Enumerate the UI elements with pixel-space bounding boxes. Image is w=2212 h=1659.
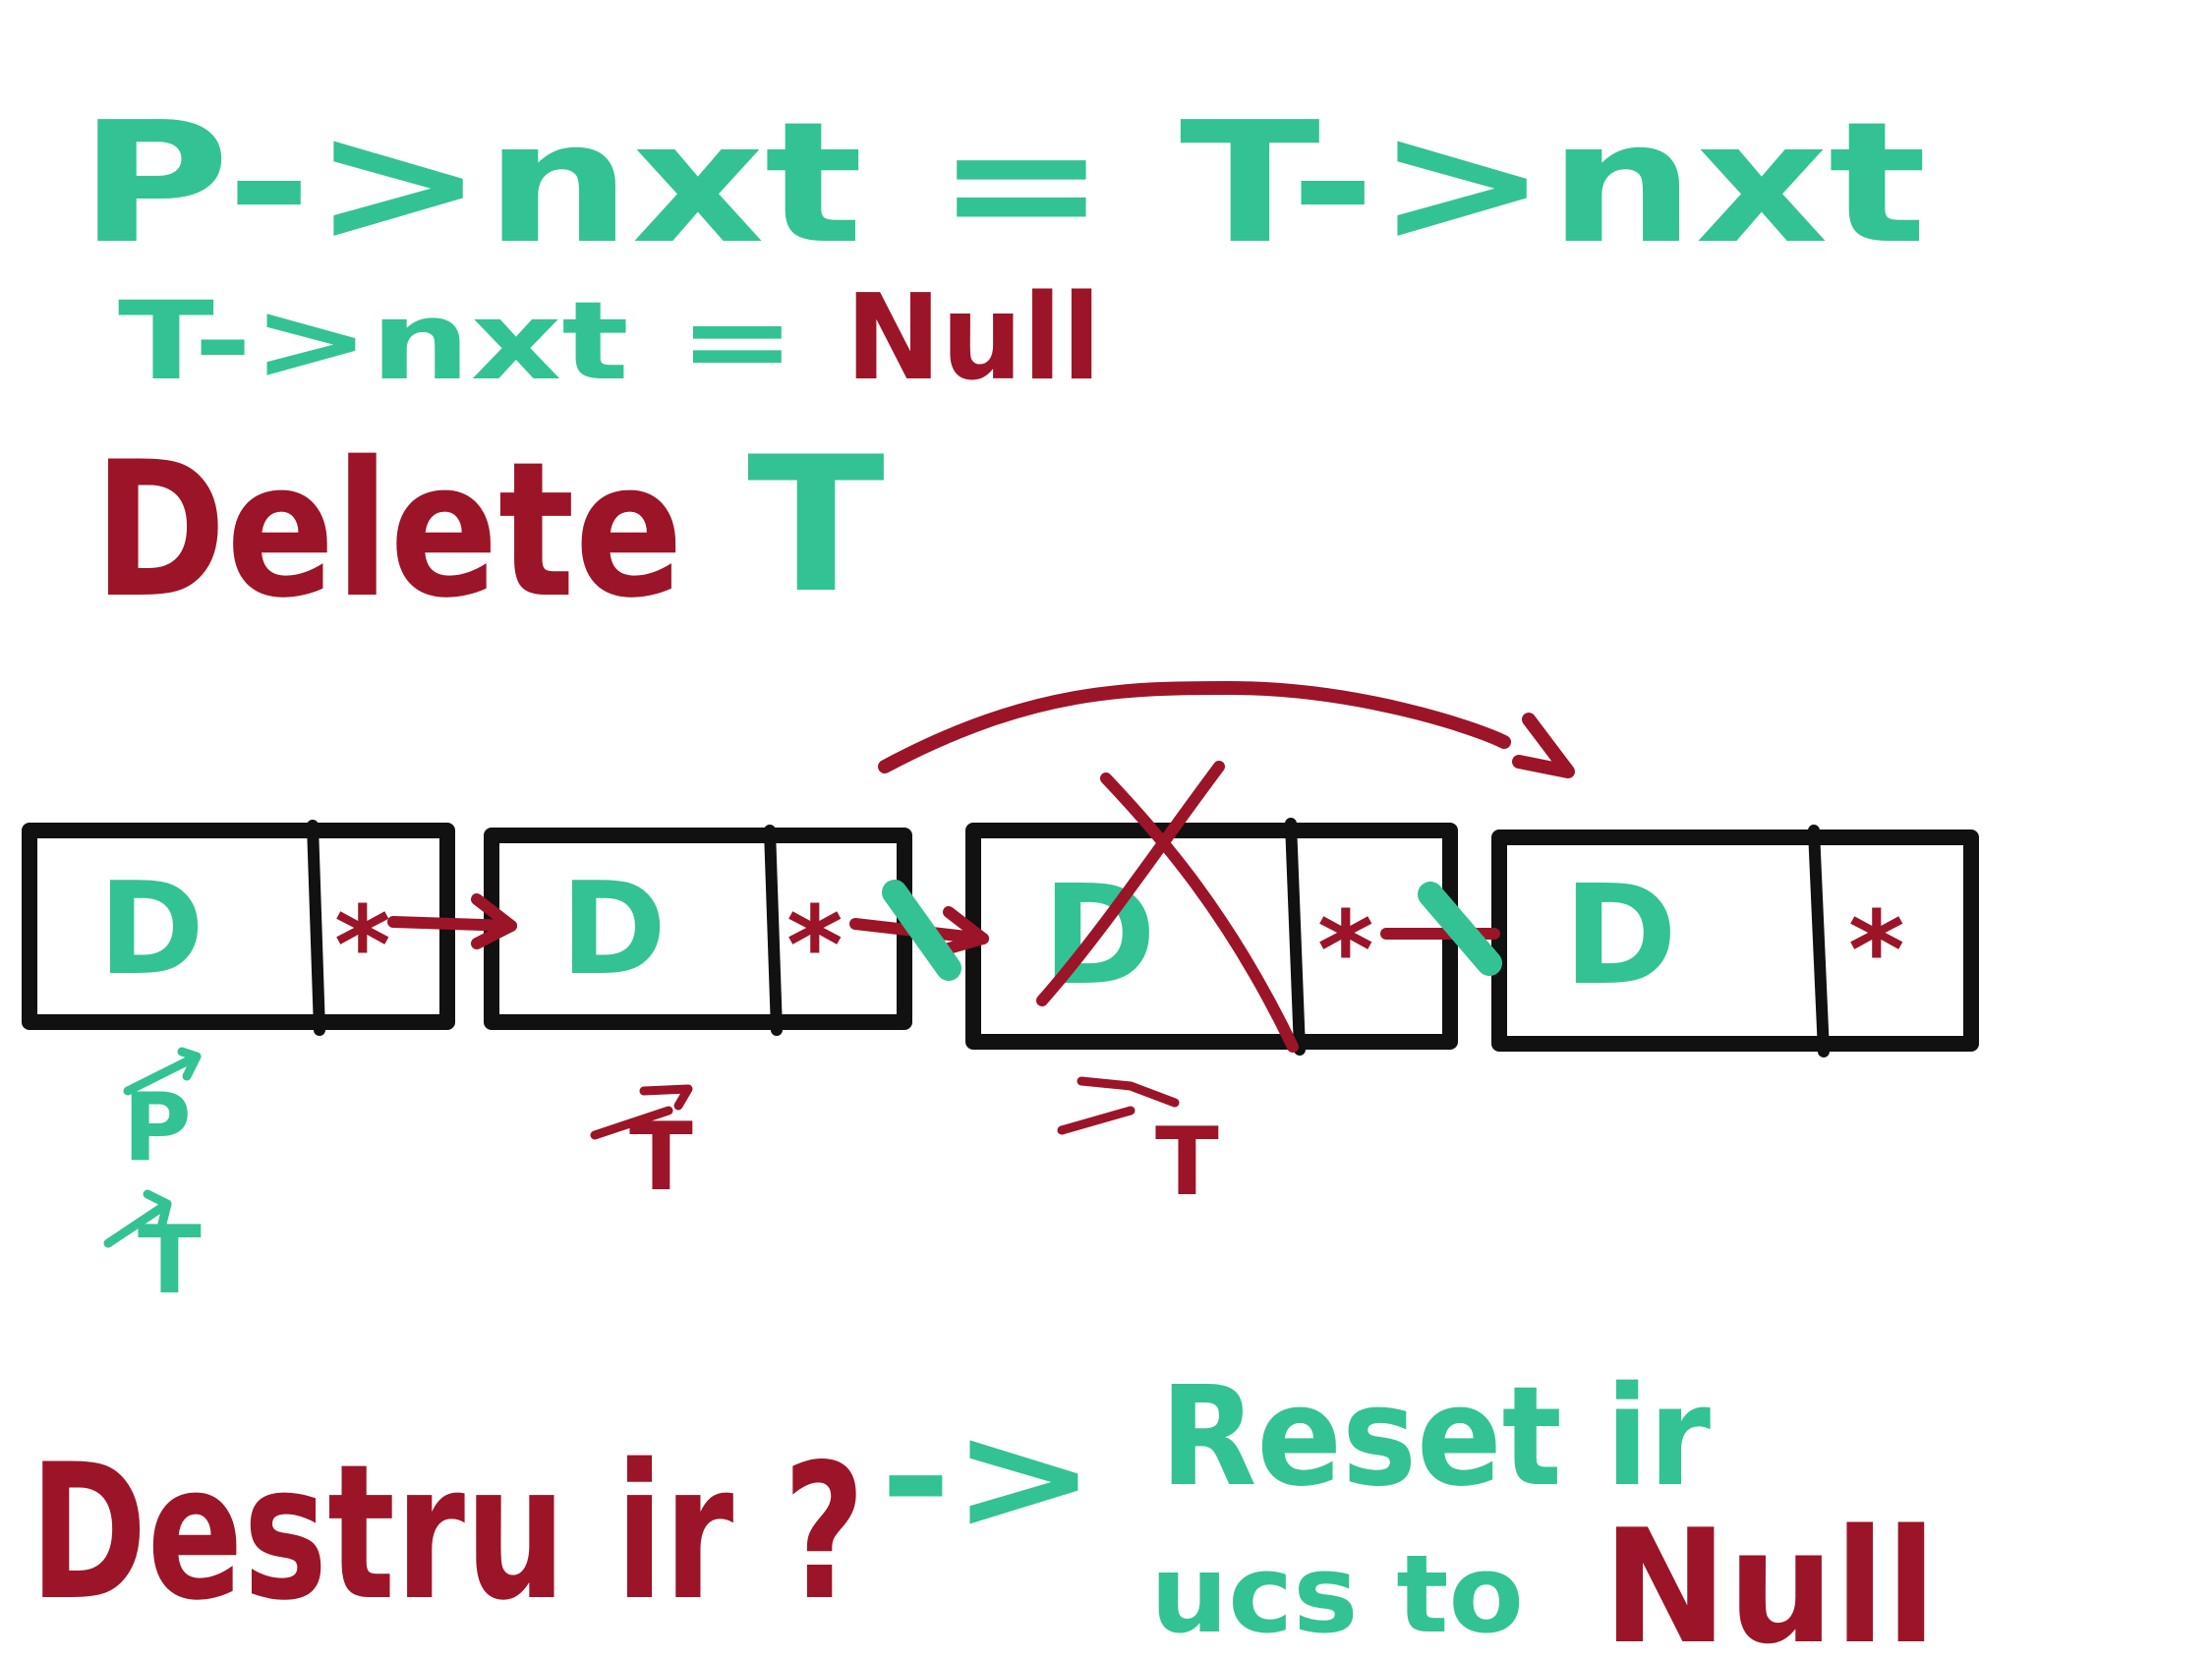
- broken-link-mark-2: [1418, 882, 1502, 976]
- list-node-3: D *: [965, 818, 1458, 1056]
- node-1-pointer: *: [334, 883, 391, 1008]
- note-delete-word: Delete: [93, 422, 683, 639]
- node-4-pointer: *: [1848, 887, 1905, 1013]
- list-node-1: D *: [22, 820, 455, 1036]
- bypass-arrow: [878, 681, 1575, 778]
- label-node-1-t: T: [138, 1207, 202, 1315]
- label-node-3-t: T: [1155, 1109, 1219, 1217]
- node-2-data: D: [560, 854, 667, 1003]
- footer-right-null: Null: [1602, 1495, 1937, 1659]
- label-node-1-p: P: [123, 1074, 192, 1182]
- list-node-4: D *: [1491, 825, 1979, 1058]
- note-line-2-prefix: T->nxt =: [118, 278, 796, 404]
- note-line-1: P->nxt = T->nxt: [79, 86, 1927, 281]
- note-delete-target: T: [747, 417, 885, 634]
- delete-cross-mark: [1036, 761, 1299, 1053]
- note-line-2-null: Null: [845, 270, 1101, 407]
- label-node-2-t: T: [629, 1104, 693, 1212]
- node-3-pointer: *: [1317, 887, 1374, 1013]
- link-arrow-1-2: [387, 893, 517, 949]
- footer-right-top: Reset ir: [1160, 1357, 1711, 1517]
- node-1-data: D: [98, 854, 204, 1003]
- label-node-3: T: [1057, 1076, 1219, 1217]
- list-node-2: D *: [484, 825, 912, 1036]
- node-2-pointer: *: [786, 883, 844, 1008]
- broken-link-mark-1: [882, 880, 961, 981]
- node-4-data: D: [1563, 856, 1677, 1016]
- footer-arrow: ->: [880, 1393, 1096, 1564]
- footer-right-bottom: ucs to: [1150, 1531, 1524, 1657]
- label-node-1: P T: [103, 1047, 202, 1315]
- label-node-2: T: [590, 1084, 693, 1212]
- footer-left: Destru ir ?: [29, 1424, 865, 1641]
